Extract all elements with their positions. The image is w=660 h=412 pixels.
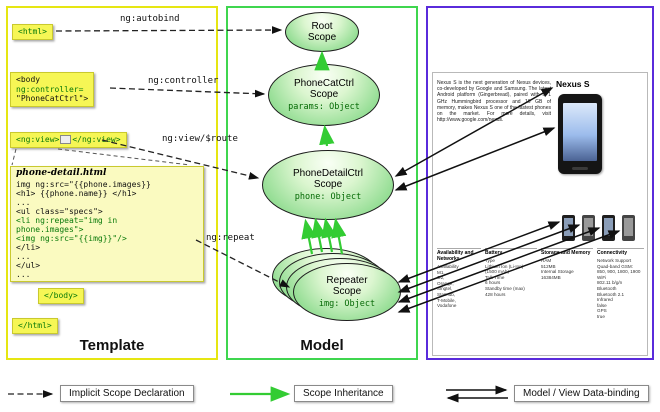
spec-header: Connectivity: [597, 248, 644, 256]
scope-property: params: Object: [288, 102, 360, 112]
code-line: img ng:src="{{phone.images}}: [16, 180, 151, 189]
code-line: phone.images">: [16, 225, 84, 234]
html-open-tag-box: <html>: [12, 24, 53, 40]
scope-name-line: PhoneCatCtrl: [293, 78, 355, 89]
phonedetailctrl-scope-ellipse: PhoneDetailCtrl Scope phone: Object: [262, 150, 394, 220]
code-line: ng:controller=: [16, 84, 84, 94]
thumbnail-screen: [604, 218, 613, 236]
scope-name-line: Scope: [332, 286, 362, 297]
legend-implicit-scope-declaration: Implicit Scope Declaration: [60, 385, 194, 402]
scope-name-line: Repeater: [326, 275, 368, 286]
spec-body: Availability M1, O2, Orange, Singtel, St…: [437, 264, 459, 309]
spec-body: RAM 512MB Internal Storage 16384MB: [541, 258, 574, 280]
code-line: ...: [16, 252, 31, 261]
phone-detail-template-box: phone-detail.html img ng:src="{{phone.im…: [10, 166, 204, 282]
phone-title: Nexus S: [556, 79, 590, 89]
code-line: </ul>: [16, 261, 41, 270]
phone-screen: [563, 103, 597, 161]
spec-column-connectivity: Connectivity Network Support Quad-band G…: [597, 248, 644, 320]
phone-thumbnail: [602, 215, 615, 241]
phonecatctrl-scope-ellipse: PhoneCatCtrl Scope params: Object: [268, 64, 380, 126]
code-line: <li ng:repeat="img in: [16, 216, 118, 225]
code-line: <h1> {{phone.name}} </h1>: [16, 189, 137, 198]
ng-view-route-label: ng:view/$route: [162, 134, 238, 144]
body-close-tag: </body>: [44, 291, 78, 300]
spec-header: Storage and Memory: [541, 248, 593, 256]
scope-name-line: Scope: [307, 32, 337, 43]
ng-autobind-label: ng:autobind: [120, 14, 180, 24]
spec-column-battery: Battery Type Lithium Ion (Li-Ion) (1500 …: [485, 248, 537, 297]
phone-key: [572, 167, 588, 170]
spec-header: Battery: [485, 248, 537, 256]
phone-thumbnails: [562, 215, 635, 241]
model-panel-label: Model: [300, 337, 344, 354]
thumbnail-screen: [564, 218, 573, 236]
ng-controller-label: ng:controller: [148, 76, 219, 86]
html-close-tag: </html>: [18, 321, 52, 330]
spec-body: Network Support Quad-band GSM: 850, 900,…: [597, 258, 641, 319]
template-file-name: phone-detail.html: [16, 168, 107, 178]
thumbnail-screen: [624, 218, 633, 236]
phone-thumbnail: [582, 215, 595, 241]
html-open-tag: <html>: [18, 27, 47, 36]
code-line: "PhoneCatCtrl">: [16, 94, 89, 103]
phone-description: Nexus S is the next generation of Nexus …: [437, 80, 551, 124]
legend-model-view-data-binding: Model / View Data-binding: [514, 385, 649, 402]
code-line: <body: [16, 75, 41, 84]
ng-repeat-label: ng:repeat: [206, 233, 255, 243]
code-line: ...: [16, 198, 31, 207]
phone-image: [558, 94, 602, 174]
phone-thumbnail: [622, 215, 635, 241]
spec-body: Type Lithium Ion (Li-Ion) (1500 mAh) Tal…: [485, 258, 525, 297]
ng-view-tag-box: <ng:view> </ng:view>: [10, 132, 127, 148]
code-line: </li>: [16, 243, 41, 252]
ng-view-close-tag: </ng:view>: [72, 135, 121, 144]
spec-column-storage: Storage and Memory RAM 512MB Internal St…: [541, 248, 593, 280]
legend-scope-inheritance: Scope Inheritance: [294, 385, 393, 402]
spec-header: Availability and Networks: [437, 248, 481, 262]
scope-property: phone: Object: [294, 192, 362, 202]
body-open-tag-box: <body ng:controller= "PhoneCatCtrl">: [10, 72, 95, 107]
template-panel-label: Template: [79, 337, 145, 354]
root-scope-ellipse: Root Scope: [285, 12, 359, 52]
scope-property: img: Object: [318, 299, 376, 309]
phone-thumbnail: [562, 215, 575, 241]
code-line: ...: [16, 270, 31, 279]
scope-name-line: PhoneDetailCtrl: [292, 168, 364, 179]
spec-column-availability: Availability and Networks Availability M…: [437, 248, 481, 309]
scope-name-line: Root: [311, 21, 333, 32]
thumbnail-screen: [584, 218, 593, 236]
html-close-tag-box: </html>: [12, 318, 58, 334]
ng-view-open-tag: <ng:view>: [16, 135, 60, 144]
code-line: <img ng:src="{{img}}"/>: [16, 234, 127, 243]
body-close-tag-box: </body>: [38, 288, 84, 304]
repeater-scope-ellipse-front: Repeater Scope img: Object: [293, 263, 401, 321]
scope-name-line: Scope: [309, 89, 339, 100]
view-placeholder-icon: [60, 135, 72, 144]
code-line: <ul class="specs">: [16, 207, 103, 216]
scope-name-line: Scope: [313, 179, 343, 190]
